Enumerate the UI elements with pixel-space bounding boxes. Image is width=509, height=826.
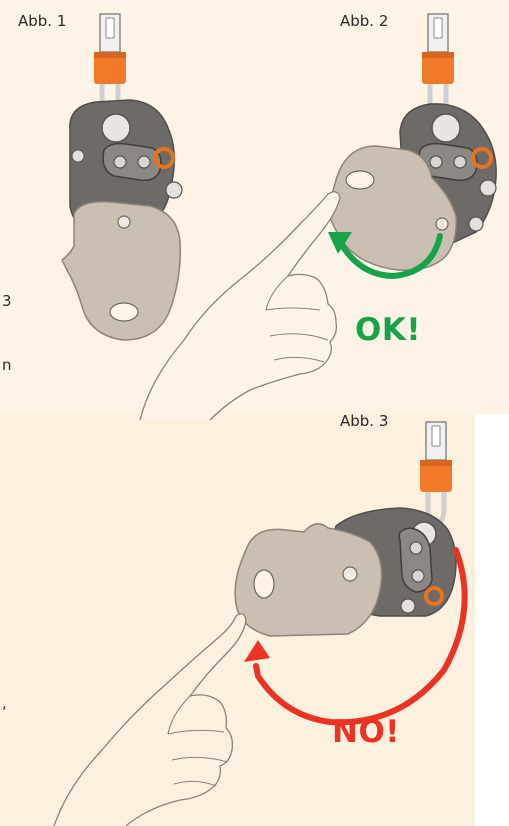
- rotation-arrow-icon: [60, 420, 475, 826]
- edge-text-1: 3: [2, 292, 12, 310]
- edge-text-3: ,: [2, 694, 7, 712]
- hand-pointing-icon: [150, 10, 509, 420]
- edge-text-2: n: [2, 356, 12, 374]
